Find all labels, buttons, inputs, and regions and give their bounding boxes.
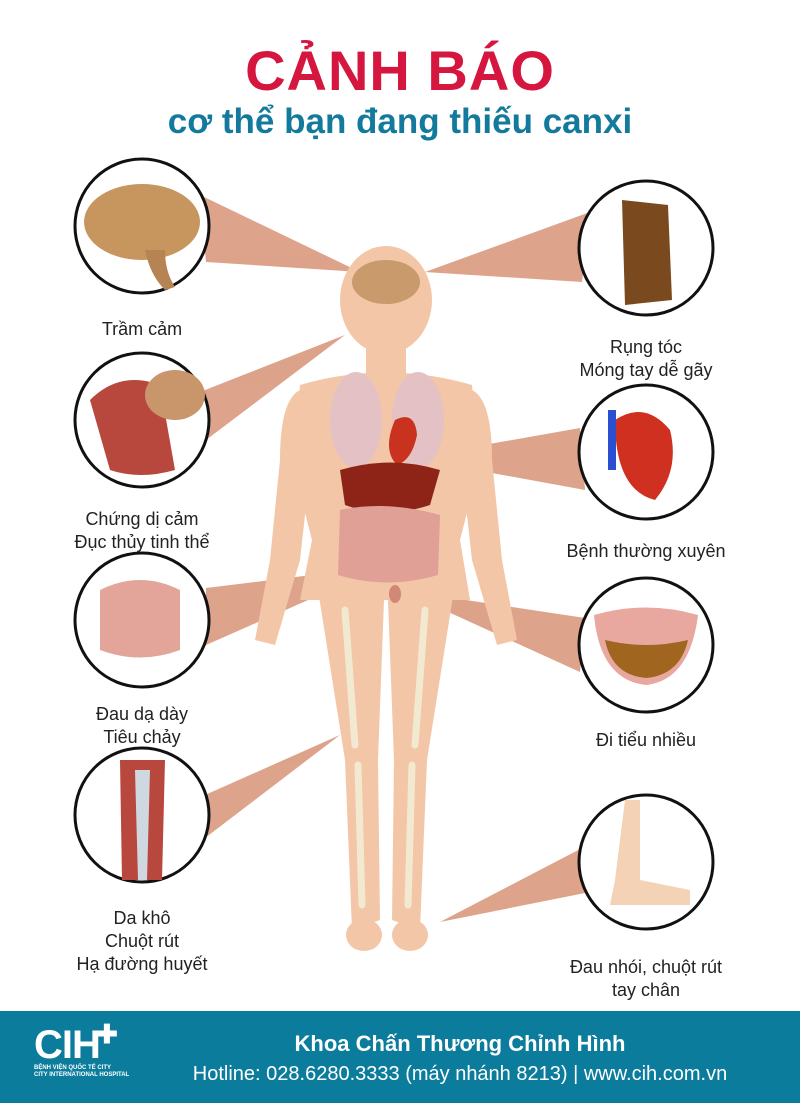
department-name: Khoa Chấn Thương Chỉnh Hình	[294, 1031, 626, 1056]
bones	[341, 606, 429, 909]
plus-icon: ✚	[96, 1019, 118, 1049]
organs	[330, 260, 444, 603]
body-diagram	[73, 157, 715, 951]
hospital-logo: ✚ CIH BỆNH VIỆN QUỐC TẾ CITY CITY INTERN…	[34, 1019, 130, 1078]
foot-icon	[577, 793, 715, 931]
symptom-label: Bệnh thường xuyên	[566, 541, 726, 561]
page-title: CẢNH BÁO	[245, 39, 555, 102]
footer: ✚ CIH BỆNH VIỆN QUỐC TẾ CITY CITY INTERN…	[0, 1008, 800, 1103]
page-subtitle: cơ thể bạn đang thiếu canxi	[167, 102, 633, 141]
hotline-text: Hotline: 028.6280.3333 (máy nhánh 8213) …	[192, 1063, 728, 1085]
symptom-label: Đi tiểu nhiều	[595, 730, 697, 750]
symptom-label: Trầm cảm	[101, 319, 183, 339]
